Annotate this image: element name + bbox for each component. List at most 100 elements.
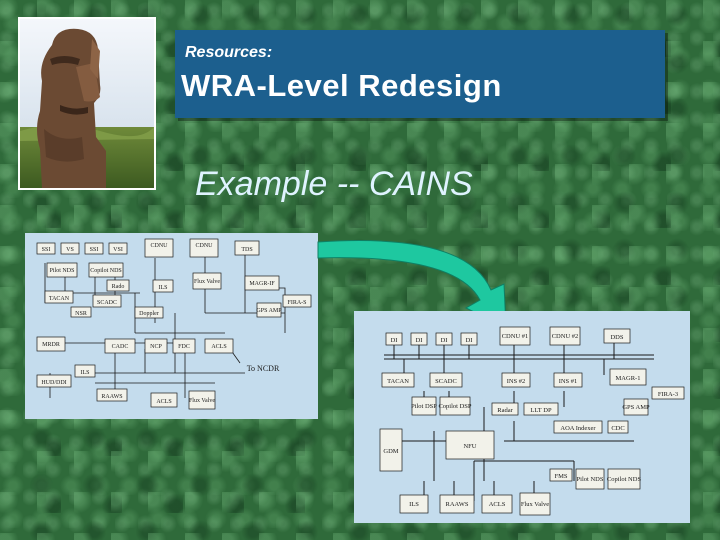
svg-text:VSI: VSI	[113, 247, 123, 253]
svg-text:Flux Valve: Flux Valve	[194, 279, 220, 285]
svg-text:Rado: Rado	[112, 284, 125, 290]
block-scadc: SCADC	[92, 294, 122, 308]
svg-text:DI: DI	[441, 337, 448, 344]
block-ils: ILS	[399, 494, 429, 514]
svg-text:FIRA-S: FIRA-S	[287, 300, 306, 306]
block-ils-2: ILS	[74, 364, 96, 378]
svg-text:MAGR-IF: MAGR-IF	[249, 281, 275, 287]
svg-text:DI: DI	[466, 337, 473, 344]
svg-text:CDNU: CDNU	[195, 243, 213, 249]
slide-title: WRA-Level Redesign	[181, 68, 502, 103]
block-rado: Rado	[106, 279, 130, 292]
block-di-4: DI	[460, 332, 478, 346]
svg-text:FMS: FMS	[554, 473, 567, 480]
svg-text:AOA Indexer: AOA Indexer	[560, 425, 596, 432]
block-tacan: TACAN	[44, 290, 74, 304]
svg-text:DI: DI	[416, 337, 423, 344]
svg-text:NSR: NSR	[75, 311, 87, 317]
block-acls-2: ACLS	[150, 392, 178, 408]
block-cdnu-1: CDNU #1	[499, 326, 531, 346]
block-magr-if: MAGR-IF	[244, 275, 280, 291]
block-flux-valve: Flux Valve	[192, 272, 222, 290]
svg-text:NCP: NCP	[150, 344, 162, 350]
block-magr-1: MAGR-1	[609, 368, 647, 386]
block-di-2: DI	[410, 332, 428, 346]
block-radar: Radar	[491, 402, 519, 416]
svg-text:SSI: SSI	[90, 247, 99, 253]
svg-text:SCADC: SCADC	[97, 300, 117, 306]
block-pilot-dsp: Pilot DSP	[411, 396, 437, 416]
svg-text:FIRA-3: FIRA-3	[658, 391, 678, 398]
svg-text:Pilot DSP: Pilot DSP	[411, 403, 437, 410]
block-cdnu-2: CDNU	[189, 238, 219, 258]
block-acls: ACLS	[481, 494, 513, 514]
svg-text:Flux Valve: Flux Valve	[189, 398, 215, 404]
svg-text:SCADC: SCADC	[435, 378, 457, 385]
svg-text:CDC: CDC	[611, 425, 624, 432]
redesigned-architecture-svg: DI DI DI DI CDNU #1 CDNU #2 DDS TACAN SC…	[379, 326, 685, 516]
redesigned-architecture-diagram: DI DI DI DI CDNU #1 CDNU #2 DDS TACAN SC…	[354, 311, 690, 523]
block-gps-amp: GPS AMP	[256, 302, 282, 318]
moai-statue-image	[20, 19, 154, 188]
block-fira-3: FIRA-3	[651, 386, 685, 400]
block-pilot-nds: Pilot NDS	[46, 262, 78, 278]
block-ins-1: INS #1	[553, 372, 583, 388]
block-di-1: DI	[385, 332, 403, 346]
svg-text:ACLS: ACLS	[489, 501, 506, 508]
block-raaws: RAAWS	[439, 494, 475, 514]
svg-text:ILS: ILS	[409, 501, 419, 508]
block-tds: TDS	[234, 240, 260, 256]
svg-text:GDM: GDM	[383, 448, 398, 455]
title-box: Resources: WRA-Level Redesign	[175, 30, 665, 118]
svg-text:MAGR-1: MAGR-1	[616, 375, 641, 382]
svg-text:Pilot NDS: Pilot NDS	[50, 268, 75, 274]
block-copilot-nds: Copilot NDS	[88, 262, 124, 278]
block-ncp: NCP	[144, 338, 168, 354]
svg-text:RAAWS: RAAWS	[101, 394, 122, 400]
svg-text:INS #1: INS #1	[559, 378, 578, 385]
block-cdnu-2: CDNU #2	[549, 326, 581, 346]
svg-text:GPS AMP: GPS AMP	[256, 308, 282, 314]
svg-text:VS: VS	[66, 247, 74, 253]
block-vs: VS	[60, 242, 80, 255]
svg-text:TDS: TDS	[241, 247, 252, 253]
block-aoa-indexer: AOA Indexer	[553, 420, 603, 434]
svg-text:Copilot NDS: Copilot NDS	[607, 476, 642, 483]
block-hud-ddi: HUD/DDI	[36, 374, 72, 388]
svg-text:CDNU #2: CDNU #2	[552, 333, 579, 340]
svg-text:CDNU #1: CDNU #1	[502, 333, 529, 340]
block-nfu: NFU	[445, 430, 495, 460]
block-pilot-nds: Pilot NDS	[575, 468, 605, 490]
block-ssi-2: SSI	[84, 242, 104, 255]
svg-text:TACAN: TACAN	[49, 296, 70, 302]
block-llt-dp: LLT DP	[523, 402, 559, 416]
current-architecture-svg: SSI VS SSI VSI CDNU CDNU TDS Pilot NDS C…	[36, 238, 312, 410]
svg-text:ACLS: ACLS	[211, 344, 226, 350]
section-kicker: Resources:	[185, 44, 273, 61]
block-cdnu: CDNU	[144, 238, 174, 258]
block-raaws: RAAWS	[96, 388, 128, 402]
block-fira-s: FIRA-S	[282, 294, 312, 308]
block-cdc: CDC	[607, 420, 629, 434]
svg-text:INS #2: INS #2	[507, 378, 526, 385]
svg-text:Flux Valve: Flux Valve	[521, 501, 549, 508]
block-scadc: SCADC	[429, 372, 463, 388]
svg-text:SSI: SSI	[42, 247, 51, 253]
block-cadc: CADC	[104, 338, 136, 354]
to-ncdr-note: To NCDR	[247, 364, 280, 373]
block-mrdr: MRDR	[36, 336, 66, 352]
block-gdm: GDM	[379, 428, 403, 472]
svg-text:DI: DI	[391, 337, 398, 344]
current-architecture-diagram: SSI VS SSI VSI CDNU CDNU TDS Pilot NDS C…	[25, 233, 318, 419]
block-vsi: VSI	[108, 242, 128, 255]
block-ins-2: INS #2	[501, 372, 531, 388]
block-dds: DDS	[603, 328, 631, 344]
svg-text:LLT DP: LLT DP	[530, 407, 552, 414]
svg-text:HUD/DDI: HUD/DDI	[41, 380, 66, 386]
block-acls: ACLS	[204, 338, 234, 354]
block-copilot-dsp: Copilot DSP	[438, 396, 472, 416]
svg-text:ACLS: ACLS	[156, 399, 171, 405]
svg-text:Pilot NDS: Pilot NDS	[577, 476, 604, 483]
block-ssi: SSI	[36, 242, 56, 255]
block-tacan: TACAN	[381, 372, 415, 388]
